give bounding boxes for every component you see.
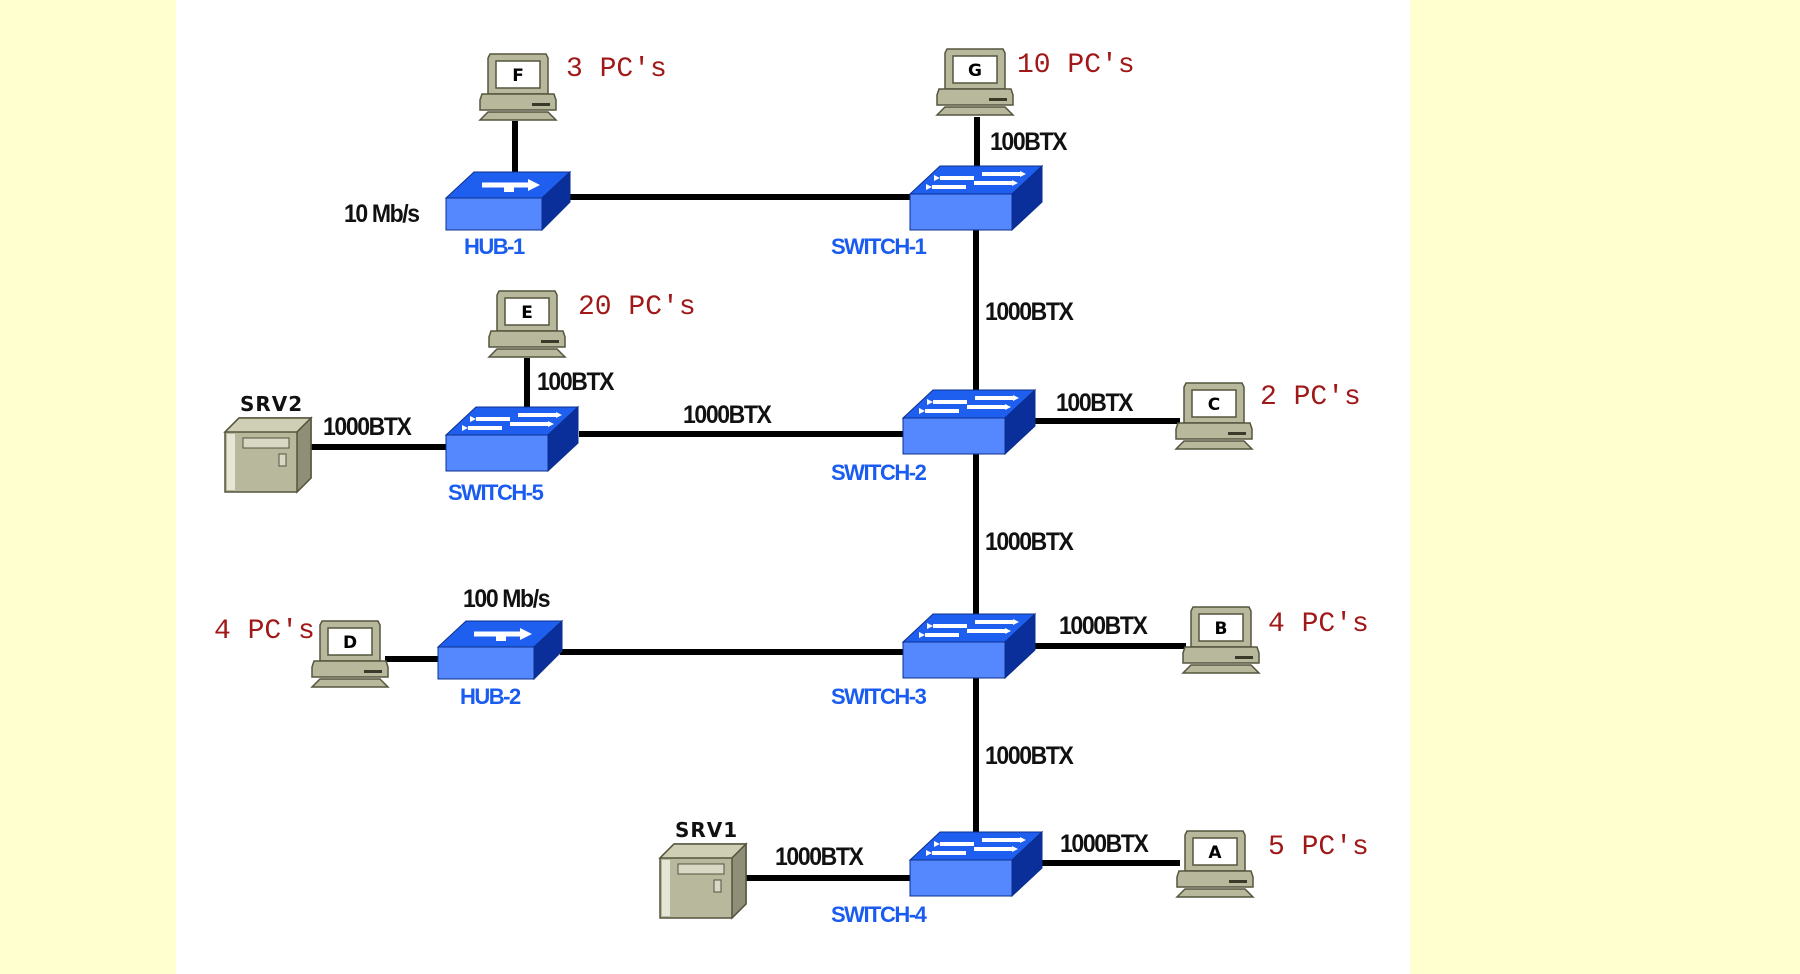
pc-d[interactable]: D bbox=[311, 620, 389, 688]
pc-count-a: 5 PC's bbox=[1268, 832, 1369, 863]
speed-srv2-switch5: 1000BTX bbox=[323, 413, 412, 441]
speed-g-switch1: 100BTX bbox=[990, 128, 1067, 156]
speed-e-switch5: 100BTX bbox=[537, 368, 614, 396]
speed-hub1: 10 Mb/s bbox=[344, 200, 420, 228]
switch-2-label: SWITCH-2 bbox=[831, 460, 927, 485]
server-srv1-icon[interactable] bbox=[659, 843, 747, 919]
pc-icon bbox=[479, 53, 557, 121]
links bbox=[310, 117, 1186, 881]
switch-5-label: SWITCH-5 bbox=[448, 480, 544, 505]
switch-5-icon[interactable] bbox=[444, 405, 580, 473]
pc-f[interactable]: F bbox=[479, 53, 557, 121]
speed-hub2: 100 Mb/s bbox=[463, 585, 550, 613]
pc-letter: E bbox=[521, 303, 533, 323]
pc-icon bbox=[311, 620, 389, 688]
pc-icon bbox=[488, 290, 566, 358]
pc-icon bbox=[1176, 830, 1254, 898]
pc-letter: C bbox=[1208, 395, 1220, 415]
switch-3-label: SWITCH-3 bbox=[831, 684, 927, 709]
pc-letter: D bbox=[343, 633, 357, 653]
speed-switch5-switch2: 1000BTX bbox=[683, 401, 772, 429]
pc-count-g: 10 PC's bbox=[1017, 50, 1135, 81]
hub-1-label: HUB-1 bbox=[464, 234, 525, 259]
hub-1-icon[interactable] bbox=[446, 172, 570, 230]
speed-switch2-switch3: 1000BTX bbox=[985, 528, 1074, 556]
pc-letter: G bbox=[968, 61, 982, 81]
pc-icon bbox=[1182, 606, 1260, 674]
pc-count-c: 2 PC's bbox=[1260, 382, 1361, 413]
speed-switch3-b: 1000BTX bbox=[1059, 612, 1148, 640]
pc-e[interactable]: E bbox=[488, 290, 566, 358]
pc-letter: F bbox=[512, 66, 524, 86]
server-srv1-label: SRV1 bbox=[675, 818, 739, 842]
server-srv2-icon[interactable] bbox=[224, 417, 312, 493]
pc-c[interactable]: C bbox=[1175, 382, 1253, 450]
pc-letter: B bbox=[1215, 619, 1228, 639]
pc-count-d: 4 PC's bbox=[214, 616, 315, 647]
speed-switch1-switch2: 1000BTX bbox=[985, 298, 1074, 326]
pc-a[interactable]: A bbox=[1176, 830, 1254, 898]
speed-switch3-switch4: 1000BTX bbox=[985, 742, 1074, 770]
hub-2-label: HUB-2 bbox=[460, 684, 521, 709]
switch-3-icon[interactable] bbox=[901, 612, 1037, 680]
pc-count-b: 4 PC's bbox=[1268, 609, 1369, 640]
switch-4-icon[interactable] bbox=[908, 830, 1044, 898]
pc-icon bbox=[936, 48, 1014, 116]
pc-icon bbox=[1175, 382, 1253, 450]
left-margin-panel bbox=[0, 0, 176, 974]
right-margin-panel bbox=[1410, 0, 1800, 974]
hub-2-icon[interactable] bbox=[438, 621, 562, 679]
speed-switch2-c: 100BTX bbox=[1056, 389, 1133, 417]
pc-letter: A bbox=[1208, 843, 1222, 863]
pc-g[interactable]: G bbox=[936, 48, 1014, 116]
switch-1-icon[interactable] bbox=[908, 164, 1044, 232]
server-srv2-label: SRV2 bbox=[240, 392, 304, 416]
switch-1-label: SWITCH-1 bbox=[831, 234, 927, 259]
speed-srv1-switch4: 1000BTX bbox=[775, 843, 864, 871]
switch-2-icon[interactable] bbox=[901, 388, 1037, 456]
switch-4-label: SWITCH-4 bbox=[831, 902, 927, 927]
pc-count-e: 20 PC's bbox=[578, 292, 696, 323]
pc-b[interactable]: B bbox=[1182, 606, 1260, 674]
pc-count-f: 3 PC's bbox=[566, 54, 667, 85]
speed-switch4-a: 1000BTX bbox=[1060, 830, 1149, 858]
